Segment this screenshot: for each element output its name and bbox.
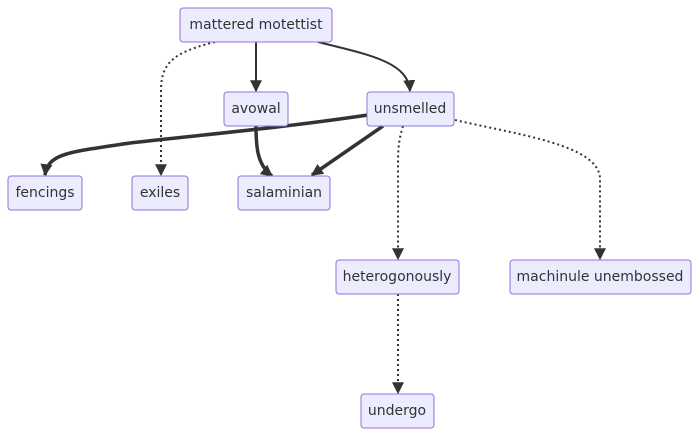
edge-mattered-motettist-to-exiles	[155, 41, 216, 177]
node-avowal[interactable]: avowal	[223, 91, 289, 127]
node-label: unsmelled	[374, 101, 447, 117]
edge-unsmelled-to-salaminian	[311, 124, 384, 177]
node-label: mattered motettist	[189, 17, 323, 33]
node-label: machinule unembossed	[517, 269, 684, 285]
node-undergo[interactable]: undergo	[360, 393, 435, 429]
node-machinule-unembossed[interactable]: machinule unembossed	[509, 259, 692, 295]
edge-unsmelled-to-fencings	[40, 113, 369, 177]
edge-avowal-to-salaminian	[254, 125, 274, 178]
edge-unsmelled-to-heterogonously	[392, 125, 404, 261]
node-label: heterogonously	[343, 269, 452, 285]
node-label: undergo	[368, 403, 426, 419]
node-salaminian[interactable]: salaminian	[237, 175, 331, 211]
node-label: fencings	[15, 185, 74, 201]
node-exiles[interactable]: exiles	[131, 175, 189, 211]
edge-unsmelled-to-machinule-unembossed	[454, 119, 606, 261]
node-mattered-motettist[interactable]: mattered motettist	[179, 7, 333, 43]
node-label: avowal	[231, 101, 280, 117]
node-label: salaminian	[246, 185, 322, 201]
node-unsmelled[interactable]: unsmelled	[366, 91, 455, 127]
edge-mattered-motettist-to-unsmelled	[317, 41, 416, 93]
edges	[40, 41, 606, 395]
node-heterogonously[interactable]: heterogonously	[335, 259, 460, 295]
node-label: exiles	[140, 185, 180, 201]
node-fencings[interactable]: fencings	[7, 175, 83, 211]
